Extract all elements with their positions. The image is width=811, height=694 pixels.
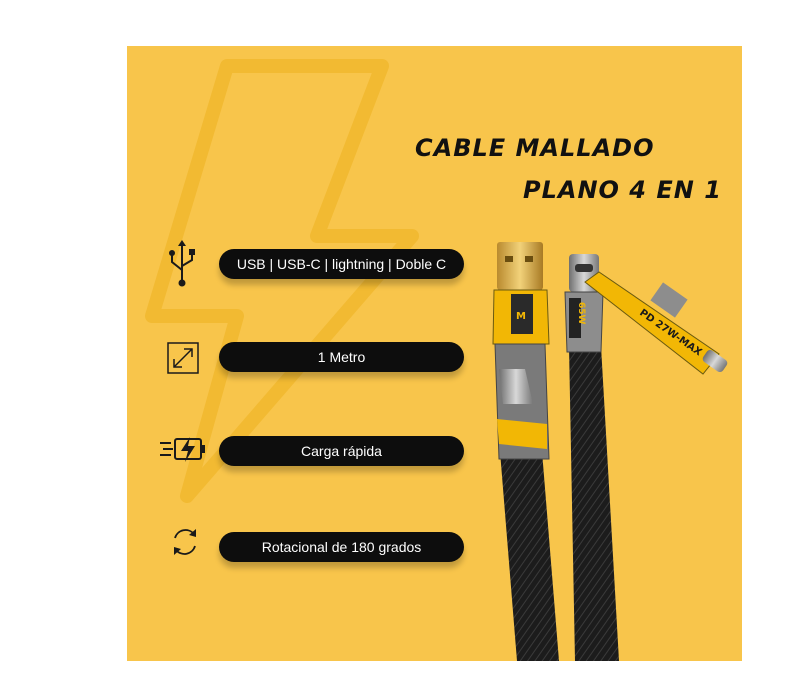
pd-label: PD 27W-MAX — [637, 307, 703, 358]
usb-a-connector — [497, 242, 543, 290]
title-line-2: PLANO 4 EN 1 — [523, 176, 722, 204]
feature-label-connectors: USB | USB-C | lightning | Doble C — [236, 256, 447, 272]
feature-label-fast-charge: Carga rápida — [301, 443, 382, 459]
feature-pill-fast-charge: Carga rápida — [219, 436, 464, 466]
svg-text:M: M — [516, 311, 526, 322]
feature-pill-connectors: USB | USB-C | lightning | Doble C — [219, 249, 464, 279]
rotate-icon — [174, 529, 196, 555]
watt-label: 65W — [576, 302, 586, 325]
lightning-adapter-arm — [584, 271, 720, 375]
title-line-1: CABLE MALLADO — [415, 134, 655, 162]
lightning-tip — [702, 349, 728, 373]
feature-label-rotation: Rotacional de 180 grados — [261, 539, 422, 555]
cable-product-image: M 65W PD 27W-MAX — [492, 242, 728, 661]
fast-charge-battery-icon — [160, 437, 205, 462]
feature-pill-rotation: Rotacional de 180 grados — [219, 532, 464, 562]
feature-pill-length: 1 Metro — [219, 342, 464, 372]
product-banner: CABLE MALLADO PLANO 4 EN 1 USB | USB-C |… — [127, 46, 742, 661]
usb-icon — [169, 240, 195, 287]
left-braided-cable — [499, 439, 559, 661]
feature-label-length: 1 Metro — [317, 349, 366, 365]
right-braided-cable — [569, 346, 619, 661]
resize-arrow-icon — [167, 342, 199, 374]
